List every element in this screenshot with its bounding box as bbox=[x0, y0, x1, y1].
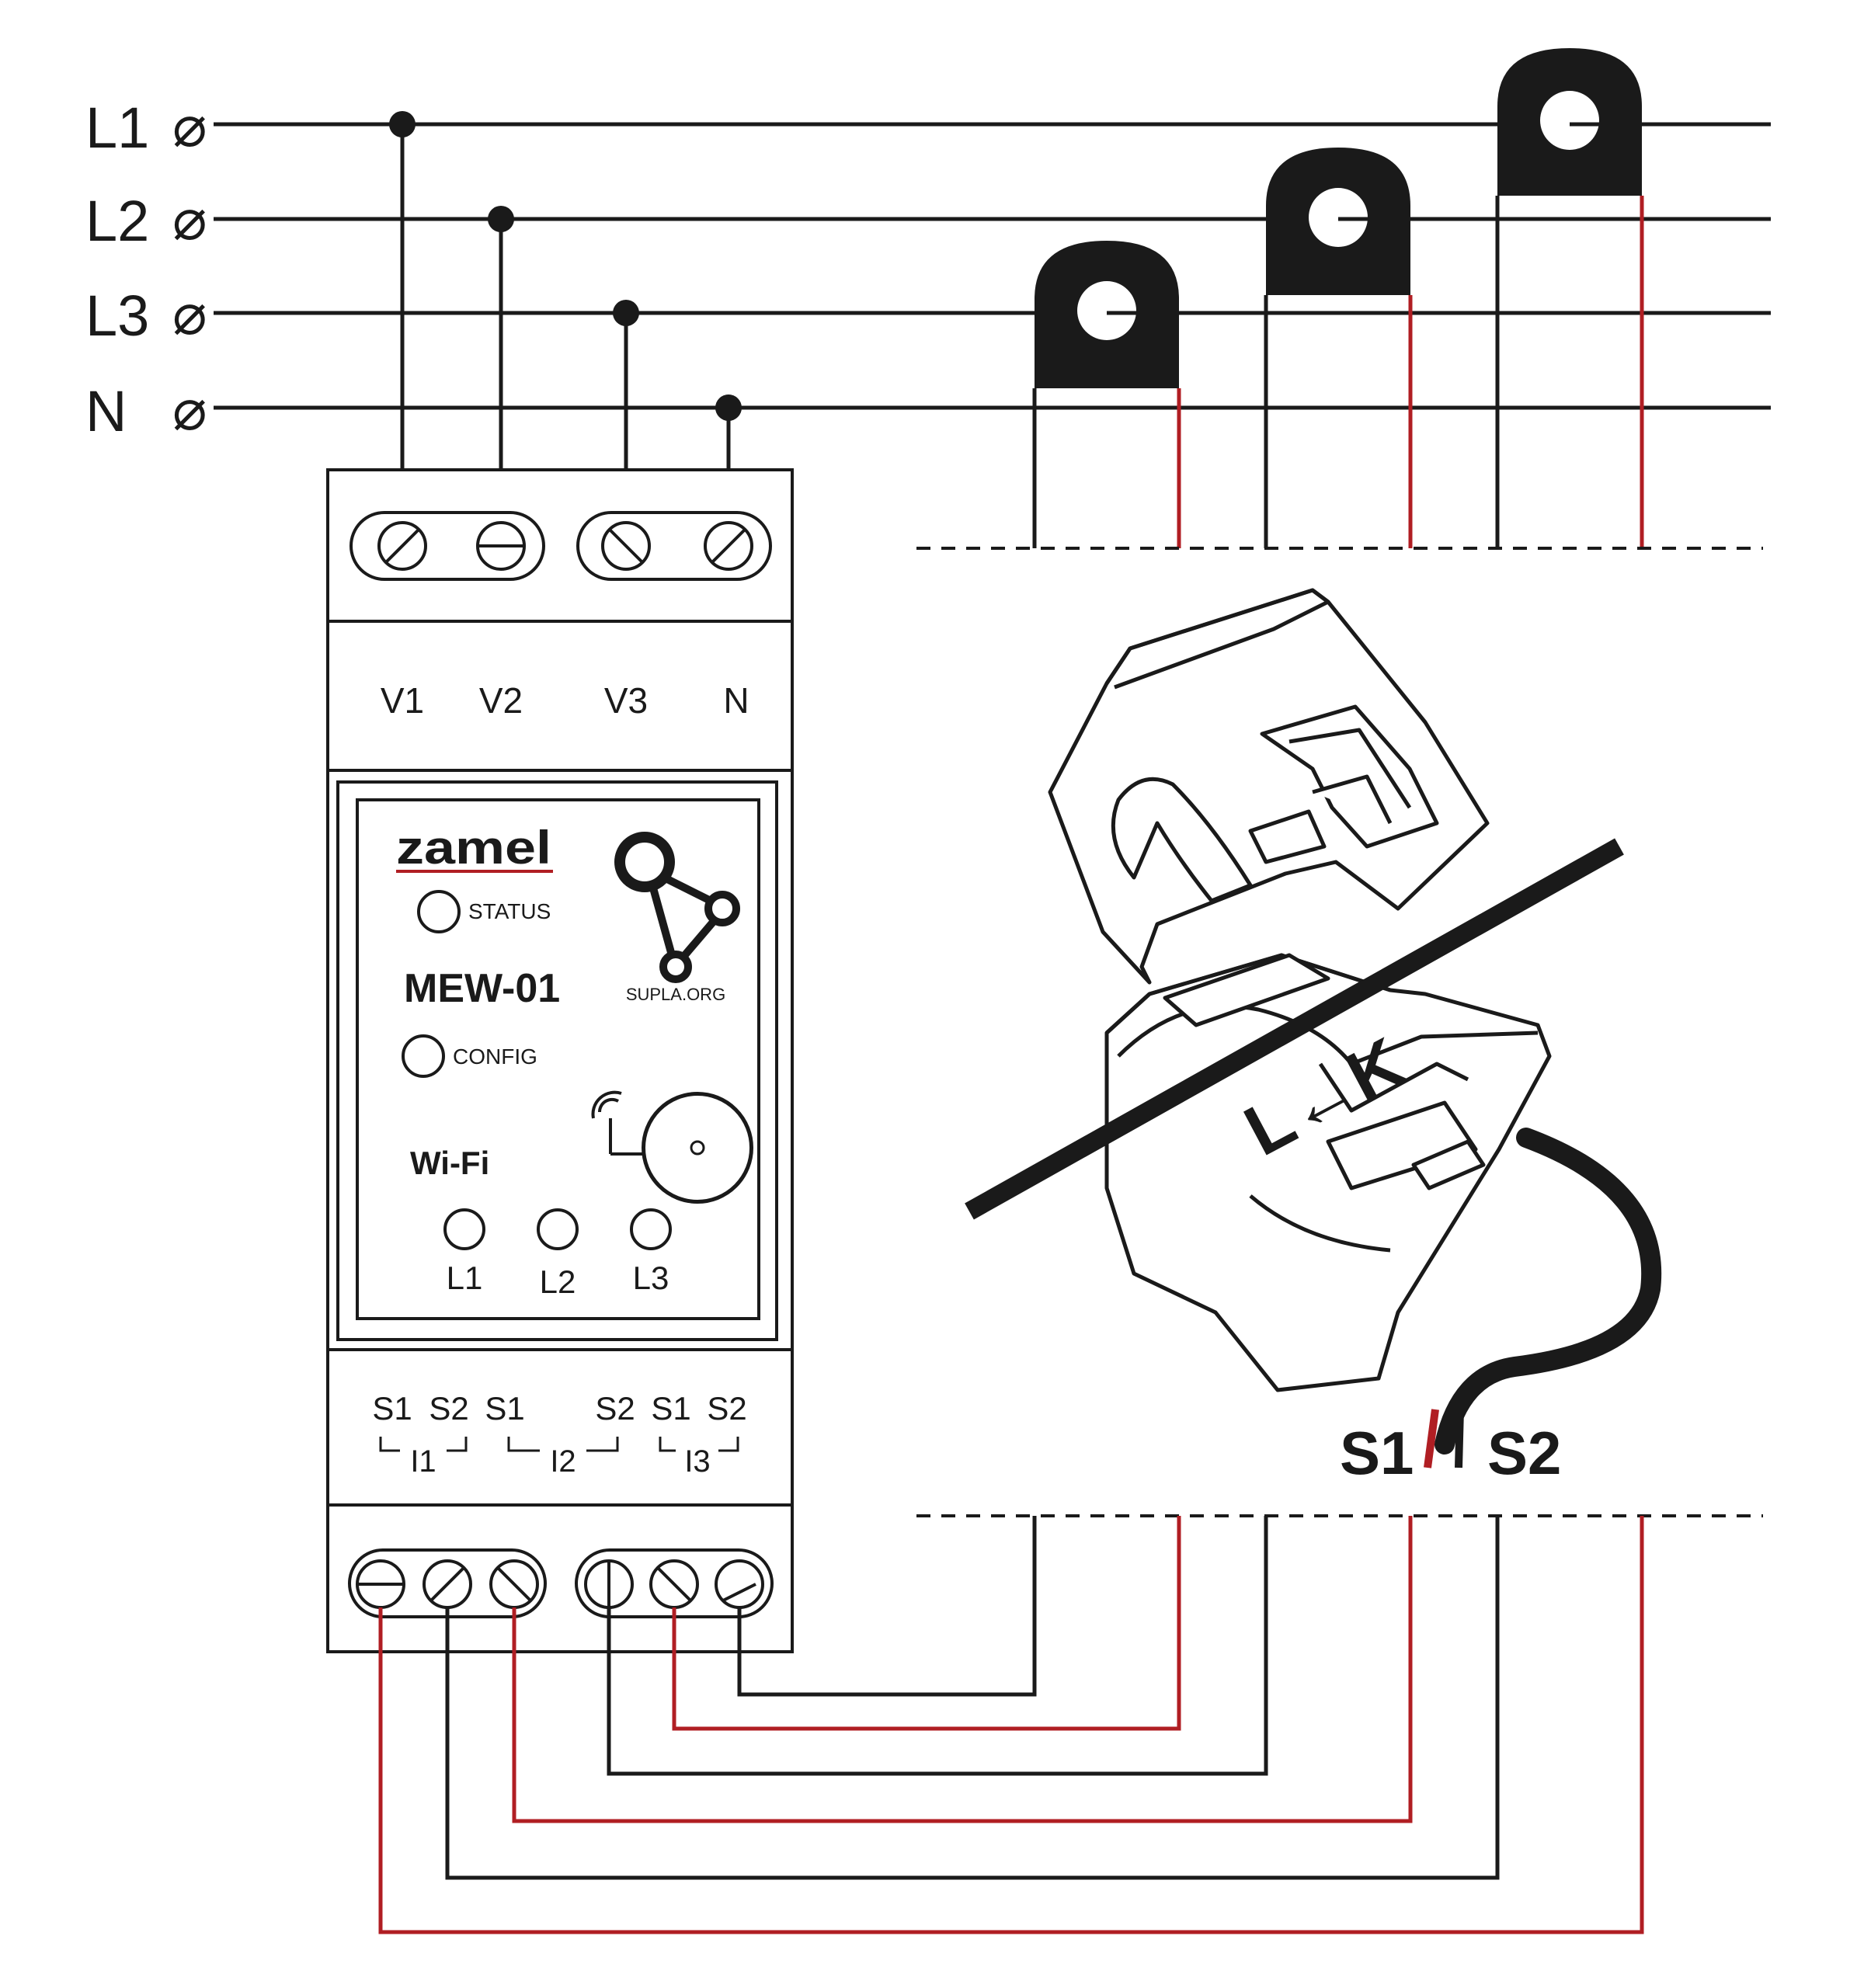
wifi-antenna-icon bbox=[591, 1090, 645, 1156]
terminal-label-n: N bbox=[723, 680, 749, 721]
status-led bbox=[417, 890, 461, 933]
current-group-i3: I3 bbox=[684, 1444, 710, 1479]
led-label-l2: L2 bbox=[540, 1263, 576, 1300]
line-terminal-l3: ⌀ bbox=[172, 282, 207, 346]
wifi-config-button[interactable] bbox=[642, 1092, 753, 1204]
wifi-button-center-dot bbox=[690, 1140, 705, 1156]
ct-on-l3 bbox=[1035, 241, 1179, 388]
line-terminal-n: ⌀ bbox=[172, 377, 207, 442]
line-label-l3: L3 bbox=[85, 283, 149, 348]
junction-n bbox=[715, 394, 742, 421]
supla-logo-icon bbox=[614, 832, 740, 983]
current-label-i1-s1: S1 bbox=[372, 1390, 412, 1427]
ct-terminal-s1: S1 bbox=[1340, 1419, 1414, 1487]
current-label-i3-s2: S2 bbox=[707, 1390, 746, 1427]
supla-org-label: SUPLA.ORG bbox=[626, 985, 725, 1004]
junction-l2 bbox=[488, 206, 514, 232]
current-label-i2-s2: S2 bbox=[595, 1390, 635, 1427]
voltage-terminal-screws bbox=[377, 521, 753, 571]
led-l1 bbox=[443, 1208, 485, 1250]
terminal-label-v2: V2 bbox=[479, 680, 523, 721]
line-terminal-l1: ⌀ bbox=[172, 94, 207, 158]
voltage-terminal-block-left bbox=[350, 511, 545, 581]
ct-on-l1 bbox=[1497, 48, 1642, 196]
line-label-l2: L2 bbox=[85, 189, 149, 253]
config-label: CONFIG bbox=[453, 1044, 537, 1069]
ct-test-conductor bbox=[965, 838, 1624, 1220]
led-l2 bbox=[537, 1208, 579, 1250]
line-terminal-l2: ⌀ bbox=[172, 187, 207, 252]
current-label-i3-s1: S1 bbox=[651, 1390, 690, 1427]
status-label: STATUS bbox=[468, 899, 551, 923]
led-label-l1: L1 bbox=[447, 1260, 483, 1296]
junction-dots bbox=[389, 111, 742, 421]
current-label-i1-s2: S2 bbox=[429, 1390, 468, 1427]
wire-i1-s2 bbox=[445, 1516, 1500, 1880]
split-core-ct-illustration bbox=[1048, 588, 1552, 1392]
ct-lead-s1 bbox=[1424, 1409, 1439, 1468]
line-label-l1: L1 bbox=[85, 96, 149, 160]
current-group-i1: I1 bbox=[410, 1444, 436, 1479]
terminal-label-v3: V3 bbox=[604, 680, 648, 721]
current-label-i2-s1: S1 bbox=[485, 1390, 524, 1427]
wifi-label: Wi-Fi bbox=[410, 1145, 489, 1181]
current-group-brackets bbox=[379, 1437, 739, 1452]
line-label-n: N bbox=[85, 379, 127, 443]
ct-leads-upper bbox=[1032, 196, 1644, 548]
model-name: MEW-01 bbox=[404, 966, 560, 1011]
brand-logo: zamel bbox=[396, 822, 551, 874]
voltage-terminal-block-right bbox=[576, 511, 772, 581]
junction-l3 bbox=[613, 300, 639, 326]
wire-i2-s1 bbox=[512, 1516, 1413, 1823]
ct-upper-jaw bbox=[1048, 588, 1490, 985]
wire-i1-s1 bbox=[378, 1516, 1644, 1934]
wire-i2-s2 bbox=[607, 1516, 1268, 1776]
config-button[interactable] bbox=[402, 1034, 445, 1078]
ct-terminal-s2: S2 bbox=[1487, 1419, 1561, 1487]
ct-lead-s2 bbox=[1455, 1409, 1464, 1468]
front-panel-inner bbox=[356, 798, 760, 1320]
ct-output-cable bbox=[1435, 1128, 1662, 1455]
ct-on-l2 bbox=[1266, 148, 1410, 295]
wire-i3-s1 bbox=[672, 1516, 1181, 1731]
led-label-l3: L3 bbox=[633, 1260, 669, 1296]
meter-device: V1 V2 V3 N zamel SUPLA.ORG STATUS MEW-01… bbox=[326, 468, 794, 1653]
ct-leads-lower bbox=[378, 1516, 1644, 1934]
led-l3 bbox=[630, 1208, 672, 1250]
junction-l1 bbox=[389, 111, 416, 137]
wire-i3-s2 bbox=[737, 1516, 1037, 1697]
terminal-label-v1: V1 bbox=[381, 680, 424, 721]
current-group-i2: I2 bbox=[550, 1444, 576, 1479]
